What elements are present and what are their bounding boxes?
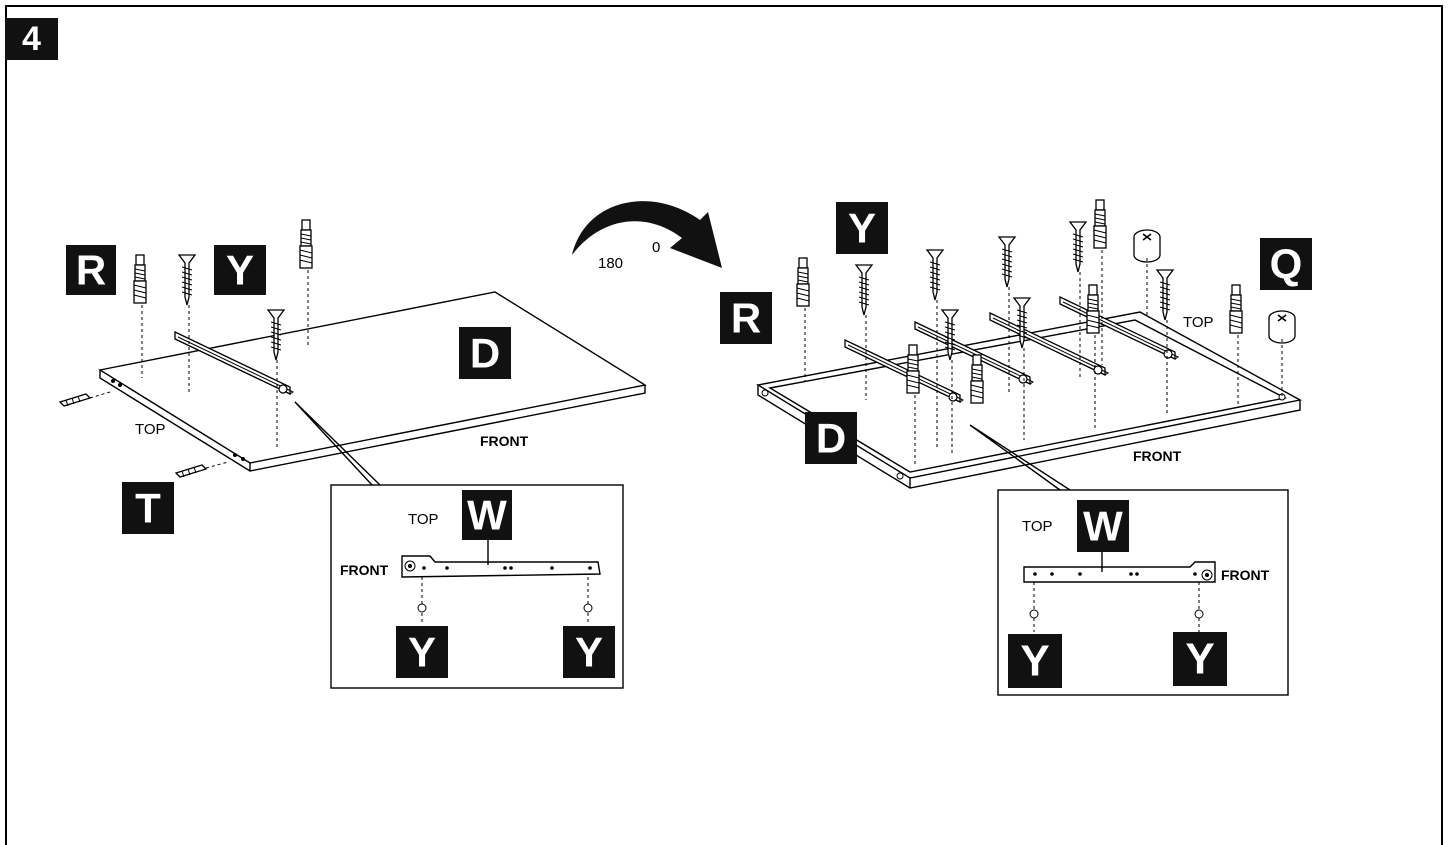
left-detail-top-label: TOP xyxy=(408,511,439,528)
left-top-label: TOP xyxy=(135,421,166,438)
right-detail-front-label: FRONT xyxy=(1221,567,1270,583)
part-tag-D-right: D xyxy=(805,412,857,464)
rotation-degree-symbol: 0 xyxy=(652,239,660,256)
svg-text:Y: Y xyxy=(575,629,603,676)
part-tag-Q-right: Q xyxy=(1260,238,1312,290)
rotation-arrow-icon xyxy=(572,201,722,268)
left-panel-D xyxy=(98,291,647,472)
svg-text:W: W xyxy=(467,492,507,539)
svg-text:Y: Y xyxy=(226,247,254,294)
right-drawer-slides xyxy=(844,296,1179,403)
svg-text:D: D xyxy=(816,415,846,462)
diagram-frame xyxy=(5,5,1443,845)
svg-text:Y: Y xyxy=(848,205,876,252)
part-tag-R-right: R xyxy=(720,292,772,344)
svg-text:D: D xyxy=(470,330,500,377)
right-detail-tag-W: W xyxy=(1077,500,1129,552)
left-detail-tag-Y2: Y xyxy=(563,626,615,678)
svg-text:T: T xyxy=(135,485,161,532)
right-fasteners xyxy=(796,199,1296,465)
svg-text:Y: Y xyxy=(408,629,436,676)
svg-text:R: R xyxy=(731,295,761,342)
left-detail-box xyxy=(330,484,624,689)
right-detail-box xyxy=(997,489,1289,696)
left-front-label: FRONT xyxy=(480,433,529,449)
right-detail-tag-Y1: Y xyxy=(1008,634,1062,688)
svg-text:Y: Y xyxy=(1020,637,1049,686)
part-tag-Y-left: Y xyxy=(214,245,266,295)
left-detail-front-label: FRONT xyxy=(340,562,389,578)
right-detail-top-label: TOP xyxy=(1022,518,1053,535)
right-detail-slide xyxy=(1023,550,1216,632)
right-panel-D xyxy=(756,311,1303,489)
part-tag-D-left: D xyxy=(459,327,511,379)
part-tag-Y-right: Y xyxy=(836,202,888,254)
rotation-degrees: 180 xyxy=(598,255,623,272)
part-tag-T-left: T xyxy=(122,482,174,534)
svg-text:Y: Y xyxy=(1185,635,1214,684)
left-detail-slide xyxy=(401,540,601,625)
svg-text:W: W xyxy=(1083,503,1123,550)
right-front-label: FRONT xyxy=(1133,448,1182,464)
svg-text:Q: Q xyxy=(1270,241,1303,288)
right-top-label: TOP xyxy=(1183,314,1214,331)
left-detail-tag-W: W xyxy=(462,490,512,540)
right-detail-tag-Y2: Y xyxy=(1173,632,1227,686)
svg-text:R: R xyxy=(76,247,106,294)
part-tag-R-left: R xyxy=(66,245,116,295)
left-fasteners xyxy=(59,219,313,478)
step-number-badge: 4 xyxy=(5,18,58,60)
left-detail-tag-Y1: Y xyxy=(396,626,448,678)
